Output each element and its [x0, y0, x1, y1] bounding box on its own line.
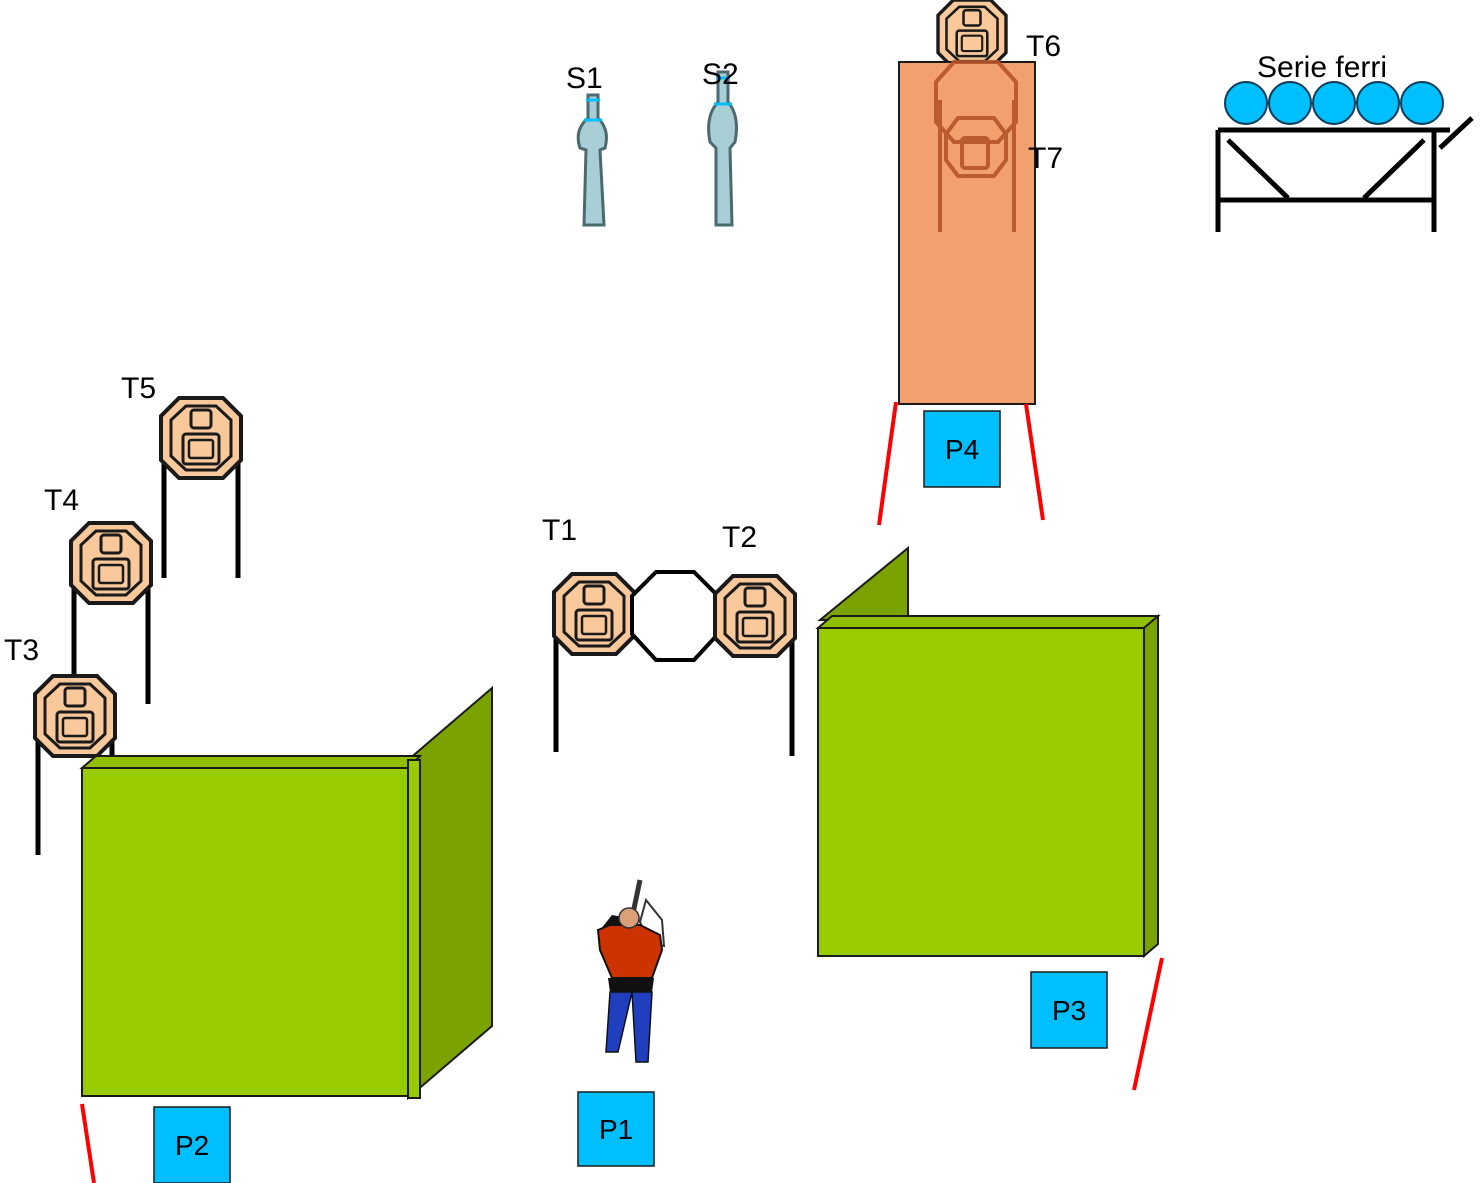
- fault-line-p4-left: [877, 401, 898, 526]
- target-t7-label: T7: [1028, 142, 1063, 175]
- popper-s2-label: S2: [702, 58, 739, 91]
- plate-rack: [1215, 81, 1474, 232]
- target-t7-outline: [934, 60, 1018, 232]
- target-t5: [159, 396, 243, 578]
- plate-rack-label: Serie ferri: [1257, 51, 1387, 84]
- position-p3-label: P3: [1052, 995, 1086, 1026]
- target-t6: [936, 0, 1008, 70]
- position-p4-label: P4: [945, 434, 979, 465]
- no-shoot-octagon: [630, 570, 720, 662]
- position-box-p3: P3: [1030, 971, 1108, 1049]
- target-t1-label: T1: [542, 514, 577, 547]
- position-p1-label: P1: [599, 1114, 633, 1145]
- target-t2: [713, 574, 797, 756]
- position-box-p1: P1: [577, 1091, 655, 1167]
- wall-left: [79, 685, 493, 1101]
- position-box-p2: P2: [153, 1106, 231, 1183]
- target-t6-label: T6: [1026, 30, 1061, 63]
- fault-line-p3: [1132, 957, 1164, 1091]
- popper-s1: [576, 93, 608, 227]
- wall-right: [815, 545, 1161, 959]
- popper-s2: [707, 70, 738, 227]
- position-box-p4: P4: [923, 410, 1001, 488]
- target-t5-label: T5: [121, 372, 156, 405]
- popper-s1-label: S1: [566, 62, 603, 95]
- fault-line-p2: [80, 1103, 96, 1183]
- target-t2-label: T2: [722, 521, 757, 554]
- target-t3-label: T3: [4, 634, 39, 667]
- target-t1: [552, 572, 636, 752]
- fault-line-p4-right: [1024, 403, 1045, 521]
- shooter-figure: [596, 879, 666, 1063]
- target-t3: [33, 674, 117, 855]
- position-p2-label: P2: [175, 1130, 209, 1161]
- target-t4-label: T4: [44, 484, 79, 517]
